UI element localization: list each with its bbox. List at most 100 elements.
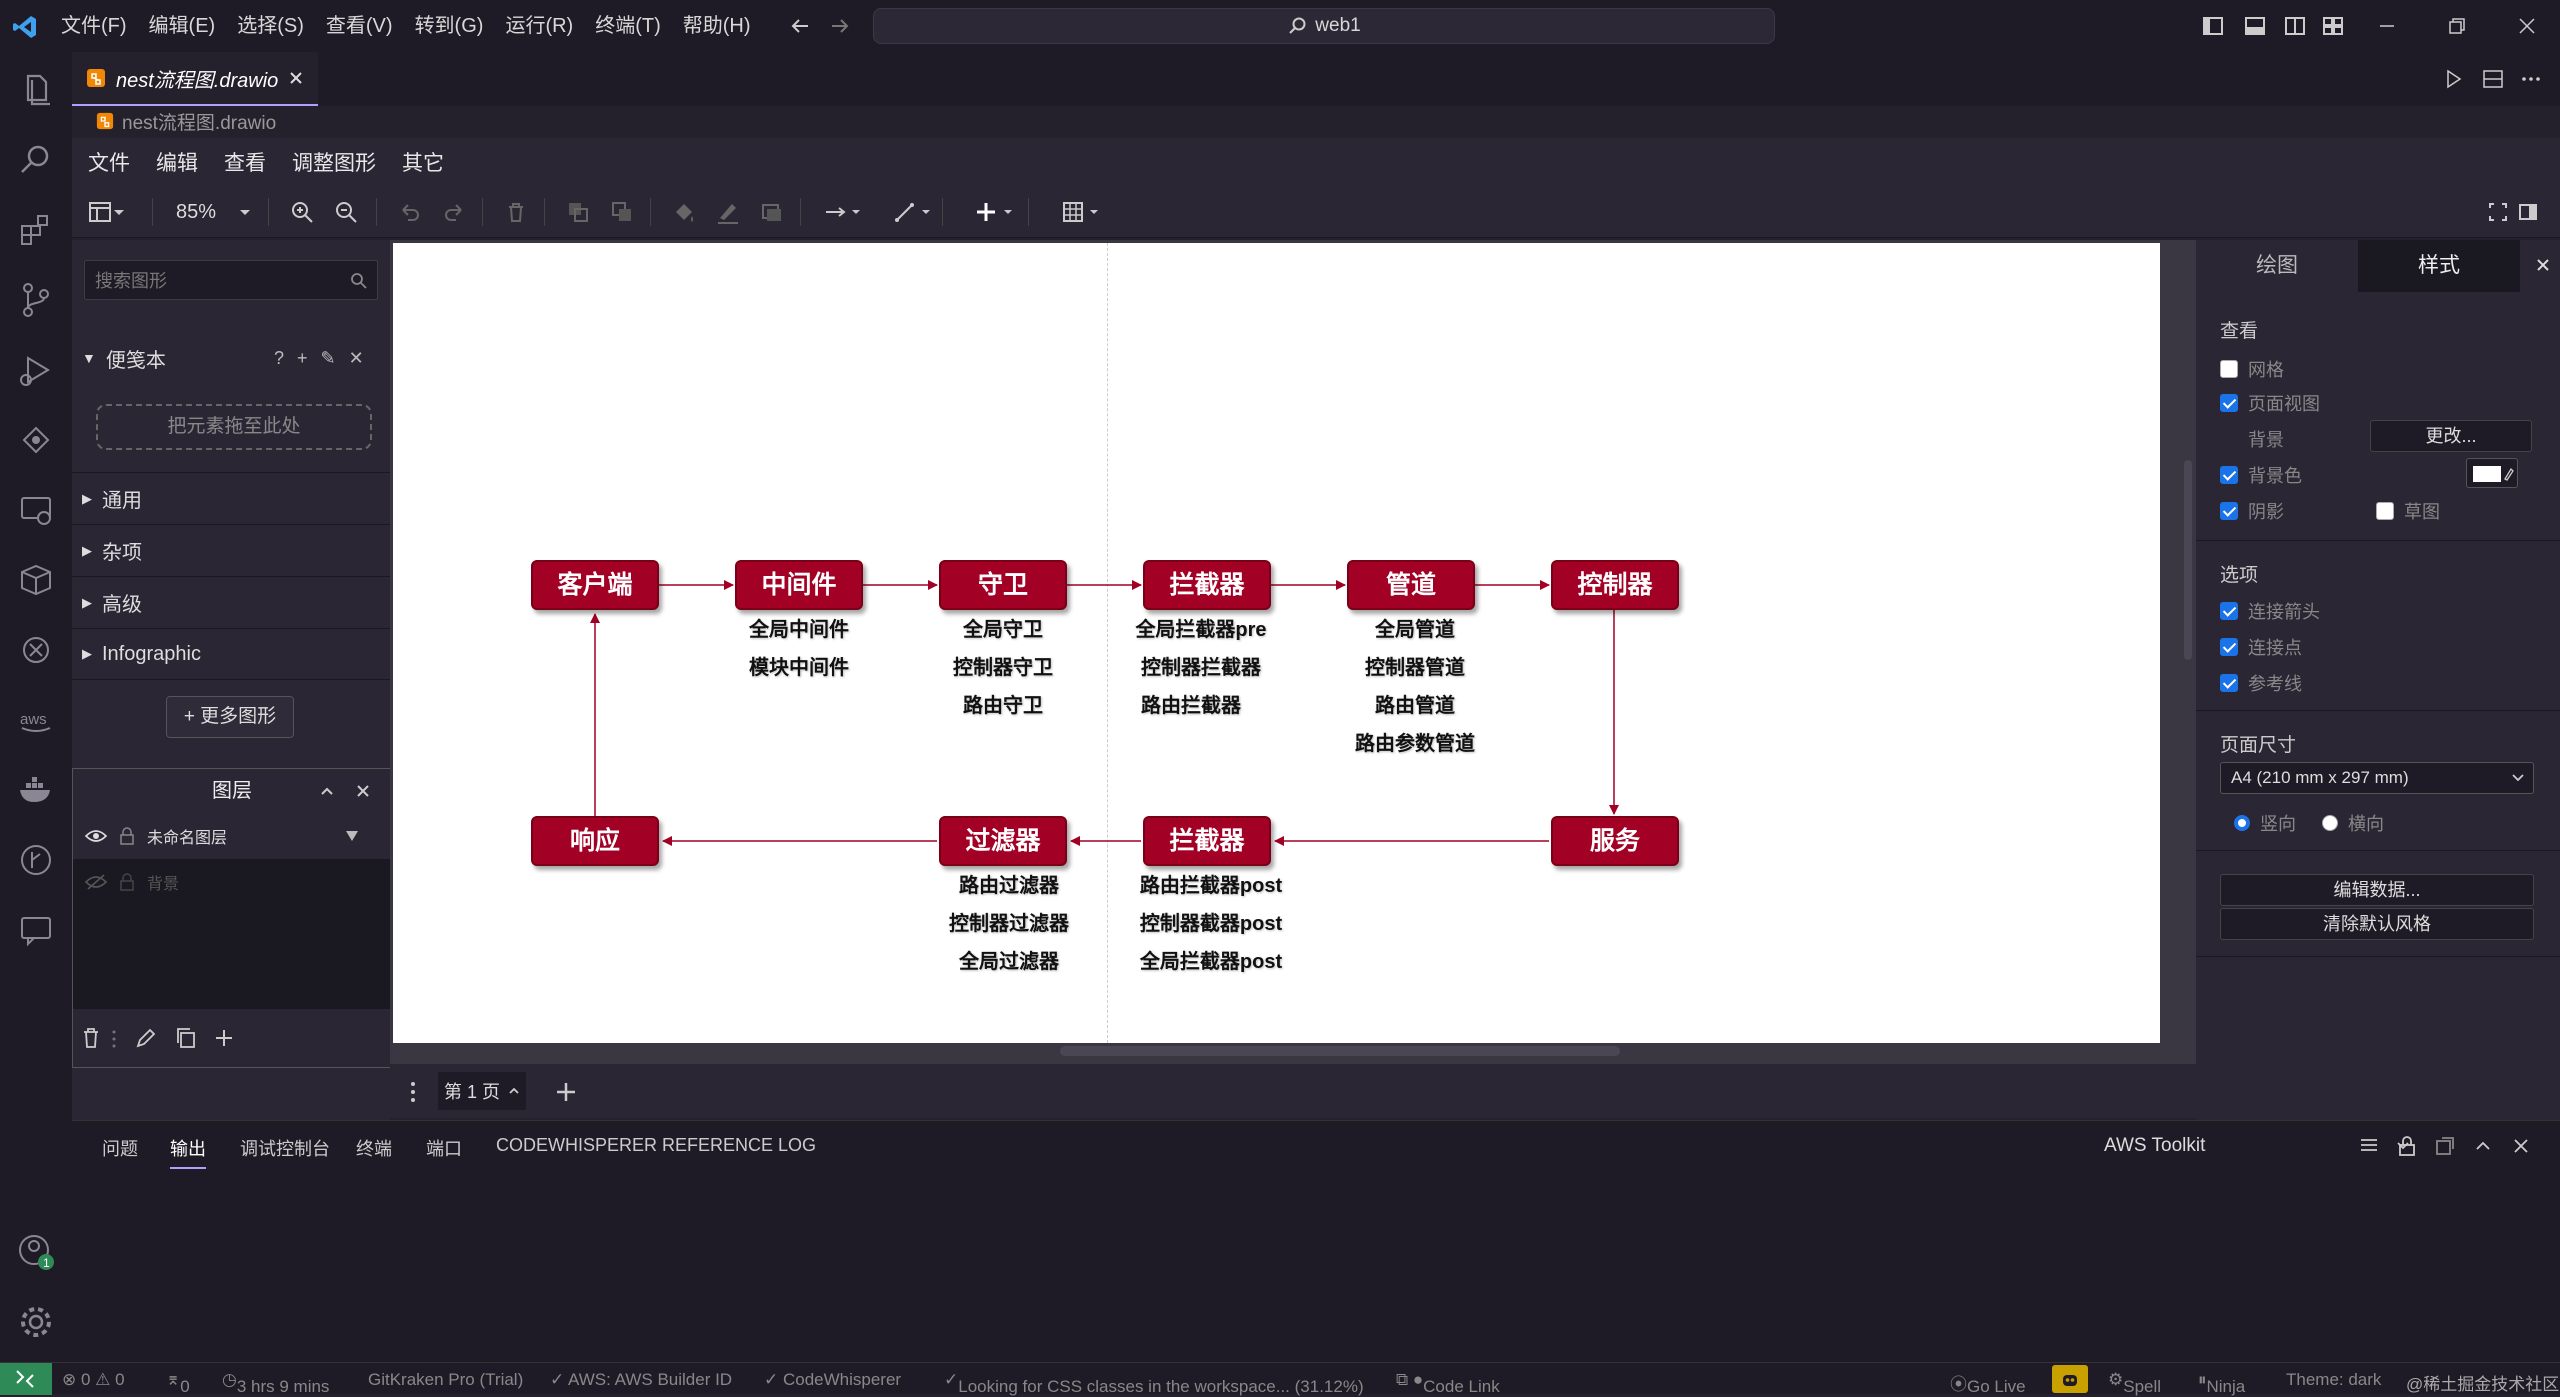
- connection-style-icon[interactable]: [824, 200, 864, 224]
- page-view-checkbox[interactable]: 页面视图: [2220, 390, 2320, 416]
- breadcrumb-file[interactable]: nest流程图.drawio: [122, 112, 277, 134]
- toggle-format-icon[interactable]: [2518, 200, 2538, 224]
- accounts-icon[interactable]: 1: [16, 1232, 56, 1272]
- node-guard[interactable]: 守卫: [939, 560, 1067, 610]
- close-tab-icon[interactable]: [288, 70, 304, 86]
- scratchpad-section[interactable]: ▼ 便笺本 ? + ✎ ✕: [72, 332, 390, 384]
- menu-terminal[interactable]: 终端(T): [595, 15, 661, 37]
- status-go-live[interactable]: ⦿ Go Live: [1950, 1375, 2026, 1396]
- menu-help[interactable]: 帮助(H): [682, 15, 751, 37]
- zoom-in-icon[interactable]: [290, 200, 314, 224]
- edit-layer-icon[interactable]: [135, 1027, 157, 1049]
- collapse-icon[interactable]: [319, 783, 335, 799]
- close-format-icon[interactable]: [2534, 256, 2552, 274]
- redo-icon[interactable]: [442, 200, 466, 224]
- layer-row-unnamed[interactable]: 未命名图层: [73, 813, 391, 859]
- remote-indicator[interactable]: [0, 1363, 52, 1395]
- drawio-menu-file[interactable]: 文件: [88, 152, 130, 175]
- delete-icon[interactable]: [504, 200, 528, 224]
- customize-layout-icon[interactable]: [2322, 15, 2344, 37]
- label-filter-3[interactable]: 全局过滤器: [959, 951, 1059, 973]
- maximize-panel-icon[interactable]: [2472, 1135, 2494, 1157]
- more-shapes-button[interactable]: + 更多图形: [166, 696, 294, 738]
- duplicate-layer-icon[interactable]: [175, 1027, 197, 1049]
- toggle-panel-icon[interactable]: [2244, 15, 2266, 37]
- label-filter-2[interactable]: 控制器过滤器: [949, 913, 1069, 935]
- section-general[interactable]: ▶通用: [72, 472, 390, 524]
- tab-output[interactable]: 输出: [170, 1135, 206, 1169]
- label-interceptor-post-2[interactable]: 控制器截器post: [1139, 913, 1283, 935]
- zoom-out-icon[interactable]: [334, 200, 358, 224]
- drawio-menu-arrange[interactable]: 调整图形: [292, 152, 376, 175]
- label-filter-1[interactable]: 路由过滤器: [959, 875, 1059, 897]
- label-middleware-2[interactable]: 模块中间件: [749, 657, 849, 679]
- drawio-menu-edit[interactable]: 编辑: [156, 152, 198, 175]
- section-advanced[interactable]: ▶高级: [72, 576, 390, 628]
- undo-icon[interactable]: [398, 200, 422, 224]
- connection-arrows-checkbox[interactable]: 连接箭头: [2220, 598, 2320, 624]
- status-spell[interactable]: ⚙ Spell: [2108, 1370, 2162, 1396]
- zoom-chevron-icon[interactable]: [238, 200, 252, 224]
- menu-run[interactable]: 运行(R): [505, 15, 574, 37]
- package-icon[interactable]: [16, 560, 56, 600]
- status-codelink[interactable]: ⧉ ● Code Link: [1396, 1370, 1500, 1396]
- format-panel-toggle-icon[interactable]: [88, 200, 112, 224]
- shadow-checkbox[interactable]: 阴影: [2220, 498, 2284, 524]
- visibility-eye-icon[interactable]: [85, 828, 107, 844]
- status-ports[interactable]: ⌆ 0: [166, 1370, 190, 1396]
- label-interceptor-pre-2[interactable]: 控制器拦截器: [1141, 657, 1261, 679]
- guides-checkbox[interactable]: 参考线: [2220, 670, 2302, 696]
- more-actions-icon[interactable]: [2520, 68, 2542, 90]
- openai-icon[interactable]: [16, 630, 56, 670]
- explorer-icon[interactable]: [16, 70, 56, 110]
- status-theme[interactable]: Theme: dark: [2286, 1370, 2382, 1389]
- open-in-editor-icon[interactable]: [2434, 1135, 2456, 1157]
- label-pipe-1[interactable]: 全局管道: [1375, 619, 1455, 641]
- gitlens-icon[interactable]: [16, 420, 56, 460]
- to-front-icon[interactable]: [566, 200, 590, 224]
- lock-icon[interactable]: [119, 873, 135, 891]
- diagram-page[interactable]: 客户端 中间件 守卫 拦截器 管道 控制器 响应 过滤器 拦截器 服务 全局中间…: [393, 243, 2160, 1043]
- node-client[interactable]: 客户端: [531, 560, 659, 610]
- change-background-button[interactable]: 更改...: [2370, 420, 2532, 452]
- forward-arrow-icon[interactable]: [828, 14, 852, 38]
- status-time[interactable]: ◷ 3 hrs 9 mins: [222, 1370, 330, 1396]
- tab-codewhisperer-log[interactable]: CODEWHISPERER REFERENCE LOG: [496, 1135, 817, 1155]
- run-debug-icon[interactable]: [16, 350, 56, 390]
- section-misc[interactable]: ▶杂项: [72, 524, 390, 576]
- status-codewhisperer[interactable]: ✓ CodeWhisperer: [764, 1370, 902, 1389]
- node-interceptor-pre[interactable]: 拦截器: [1143, 560, 1271, 610]
- node-middleware[interactable]: 中间件: [735, 560, 863, 610]
- minimize-icon[interactable]: [2376, 15, 2398, 37]
- command-search[interactable]: web1: [873, 8, 1775, 44]
- zoom-level[interactable]: 85%: [176, 201, 217, 223]
- restore-icon[interactable]: [2446, 15, 2468, 37]
- run-icon[interactable]: [2442, 68, 2464, 90]
- shadow-icon[interactable]: [760, 200, 784, 224]
- docker-icon[interactable]: [16, 770, 56, 810]
- node-pipe[interactable]: 管道: [1347, 560, 1475, 610]
- background-color-picker[interactable]: [2466, 458, 2518, 488]
- horizontal-scrollbar[interactable]: [1060, 1046, 1620, 1056]
- aws-icon[interactable]: aws: [16, 700, 56, 740]
- menu-edit[interactable]: 编辑(E): [148, 15, 216, 37]
- tab-style[interactable]: 样式: [2358, 240, 2520, 292]
- tab-problems[interactable]: 问题: [102, 1139, 138, 1159]
- background-color-checkbox[interactable]: 背景色: [2220, 462, 2302, 488]
- layer-options-icon[interactable]: [109, 1029, 119, 1049]
- menu-go[interactable]: 转到(G): [414, 15, 484, 37]
- back-arrow-icon[interactable]: [788, 14, 812, 38]
- breadcrumb[interactable]: nest流程图.drawio: [72, 106, 2560, 136]
- vertical-scrollbar[interactable]: [2184, 460, 2192, 660]
- label-guard-1[interactable]: 全局守卫: [963, 619, 1043, 641]
- chevron-down-icon[interactable]: [112, 200, 126, 224]
- comments-icon[interactable]: [16, 910, 56, 950]
- shape-search-input[interactable]: 搜索图形: [84, 260, 378, 300]
- delete-layer-icon[interactable]: [81, 1027, 101, 1049]
- sketch-checkbox[interactable]: 草图: [2376, 498, 2440, 524]
- output-channel-select[interactable]: AWS Toolkit: [2092, 1129, 2422, 1163]
- lock-icon[interactable]: [119, 827, 135, 845]
- source-control-icon[interactable]: [16, 280, 56, 320]
- tab-ports[interactable]: 端口: [426, 1139, 462, 1159]
- status-problems[interactable]: ⊗ 0 ⚠ 0: [62, 1370, 125, 1389]
